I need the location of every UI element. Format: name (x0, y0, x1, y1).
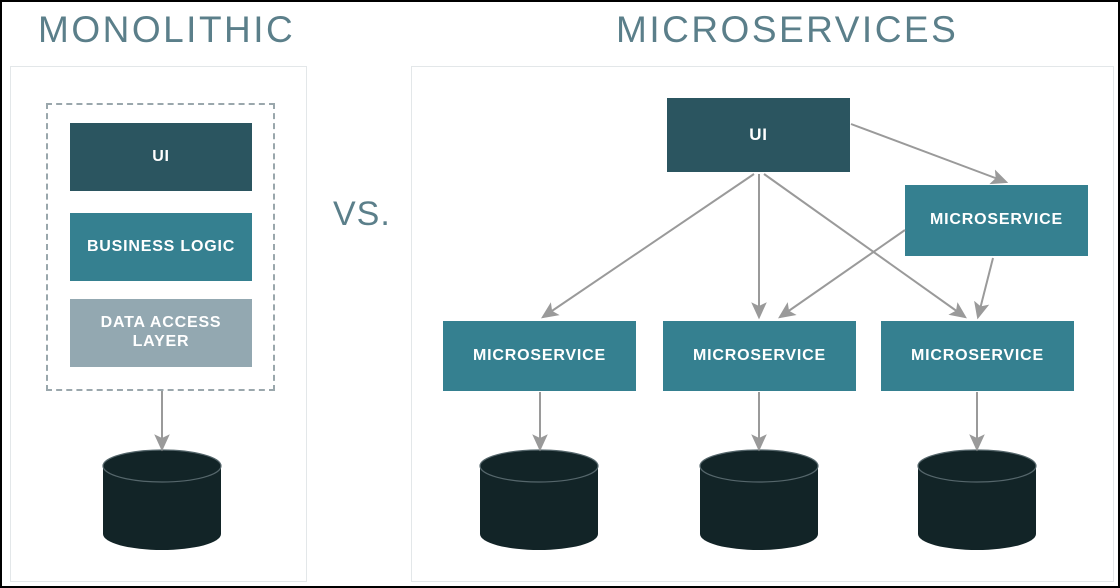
monolith-box-data-access-layer[interactable]: DATA ACCESS LAYER (70, 299, 252, 367)
page-title-monolithic: MONOLITHIC (38, 9, 296, 50)
page-title-microservices: MICROSERVICES (616, 9, 959, 50)
monolith-box-ui[interactable]: UI (70, 123, 252, 191)
microservices-box-service-top-right[interactable]: MICROSERVICE (905, 185, 1088, 256)
microservices-box-service-2[interactable]: MICROSERVICE (663, 321, 856, 391)
versus-label: VS. (333, 195, 391, 233)
microservices-box-service-3[interactable]: MICROSERVICE (881, 321, 1074, 391)
microservices-box-ui[interactable]: UI (667, 98, 850, 172)
monolith-box-business-logic[interactable]: BUSINESS LOGIC (70, 213, 252, 281)
microservices-box-service-1[interactable]: MICROSERVICE (443, 321, 636, 391)
monolith-dashed-boundary (46, 103, 275, 391)
